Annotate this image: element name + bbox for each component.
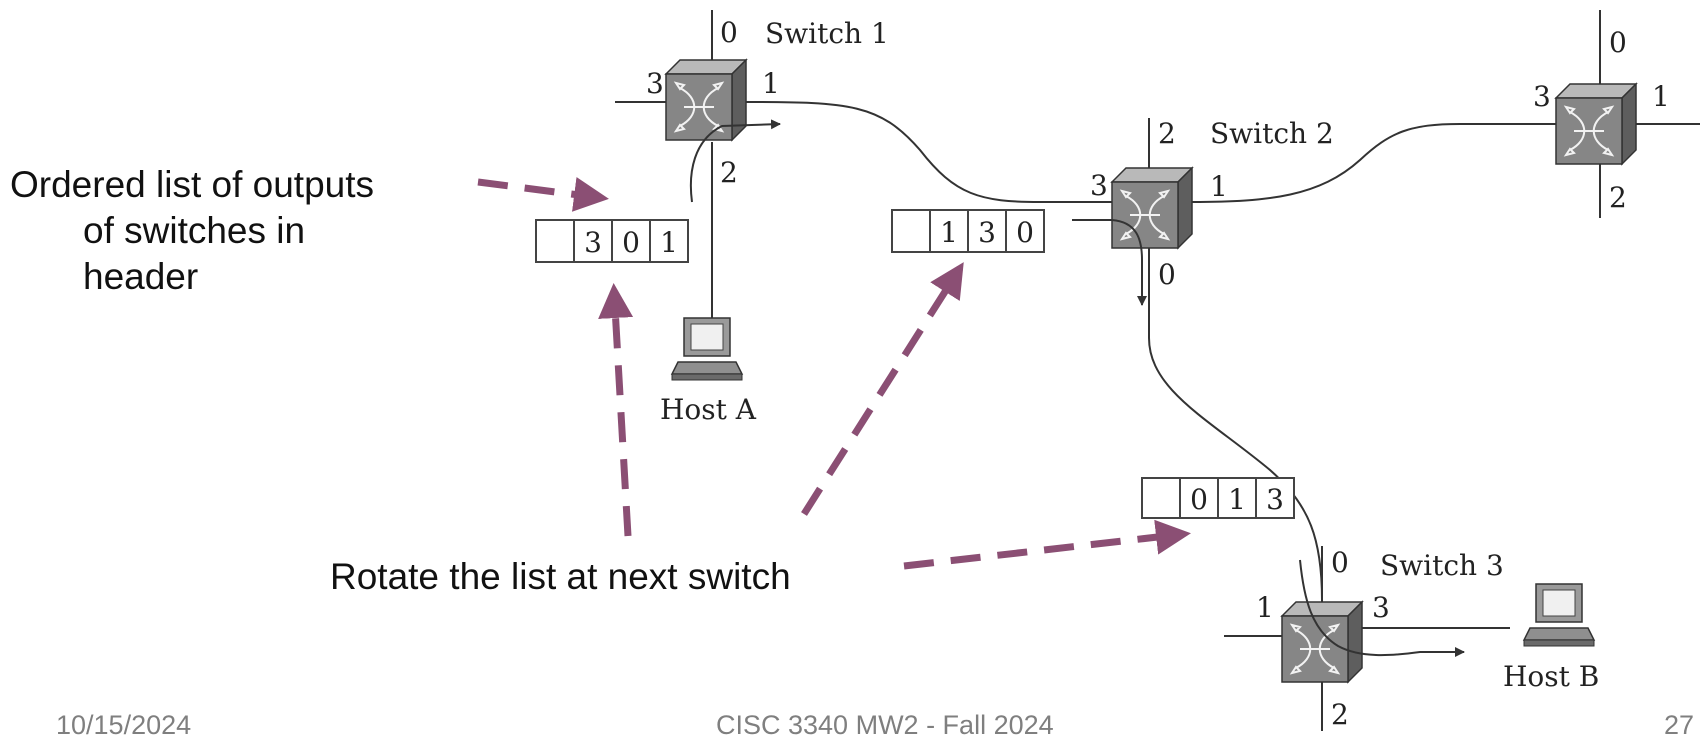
switch-4-port3: 3	[1533, 80, 1551, 113]
header-1-cell: 1	[660, 226, 678, 259]
header-1-cell: 0	[622, 226, 640, 259]
header-2-cell: 1	[940, 216, 958, 249]
switch-3-label: Switch 3	[1380, 549, 1504, 582]
switch-1-port2: 2	[720, 156, 738, 189]
switch-2-port2: 2	[1158, 117, 1176, 150]
header-3-cell: 0	[1190, 483, 1208, 516]
switch-4-icon	[1556, 84, 1636, 164]
switch-2-icon	[1112, 168, 1192, 248]
dashed-arrow-to-header-2	[804, 268, 960, 514]
header-box-3: 0 1 3	[1142, 478, 1294, 518]
header-1-cell: 3	[584, 226, 602, 259]
host-b-label: Host B	[1503, 660, 1599, 693]
switch-4-port2: 2	[1609, 181, 1627, 214]
annotation-rotate: Rotate the list at next switch	[330, 554, 791, 600]
switch-1-label: Switch 1	[765, 17, 889, 50]
header-3-cell: 3	[1266, 483, 1284, 516]
switch-4-port1: 1	[1652, 80, 1670, 113]
header-2-cell: 3	[978, 216, 996, 249]
link-switch2-switch3	[1149, 248, 1322, 600]
annotation-ordered-list-line2: of switches in	[83, 208, 305, 254]
footer-date: 10/15/2024	[56, 710, 191, 741]
footer-course: CISC 3340 MW2 - Fall 2024	[716, 710, 1054, 741]
switch-3-port0: 0	[1331, 546, 1349, 579]
host-a-icon	[672, 318, 742, 380]
switch-2-port1: 1	[1210, 170, 1228, 203]
header-box-1: 3 0 1	[536, 220, 688, 262]
switch-1-icon	[666, 60, 746, 140]
dashed-arrow-to-header-1	[478, 182, 602, 198]
host-a: Host A	[660, 318, 757, 426]
switch-3-icon	[1282, 602, 1362, 682]
link-switch1-switch2	[746, 102, 1118, 202]
dashed-arrow-up-to-header-1	[614, 290, 628, 536]
dashed-arrow-to-header-3	[904, 534, 1184, 566]
switch-1: 0 Switch 1 3 1 2	[615, 10, 889, 335]
header-2-cell: 0	[1016, 216, 1034, 249]
annotation-ordered-list-line1: Ordered list of outputs	[10, 162, 374, 208]
host-b-icon	[1524, 584, 1594, 646]
switch-4-port0: 0	[1609, 26, 1627, 59]
switch-2-label: Switch 2	[1210, 117, 1334, 150]
switch-1-port3: 3	[646, 67, 664, 100]
switch-3-port2: 2	[1331, 698, 1349, 731]
switch-2-port0: 0	[1158, 258, 1176, 291]
switch-2-port3: 3	[1090, 169, 1108, 202]
switch-3-port3: 3	[1372, 591, 1390, 624]
switch-3-port1: 1	[1256, 591, 1274, 624]
host-a-label: Host A	[660, 393, 757, 426]
header-3-cell: 1	[1228, 483, 1246, 516]
annotation-ordered-list-line3: header	[83, 254, 198, 300]
switch-4: 0 3 1 2	[1533, 10, 1700, 218]
host-b: Host B	[1503, 584, 1599, 693]
footer-page-number: 27	[1664, 710, 1694, 741]
switch-1-port1: 1	[762, 67, 780, 100]
switch-3: 0 Switch 3 1 3 2	[1224, 546, 1510, 731]
switch-2: 2 Switch 2 3 1 0	[1090, 117, 1334, 291]
switch-1-port0: 0	[720, 16, 738, 49]
header-box-2: 1 3 0	[892, 210, 1044, 252]
